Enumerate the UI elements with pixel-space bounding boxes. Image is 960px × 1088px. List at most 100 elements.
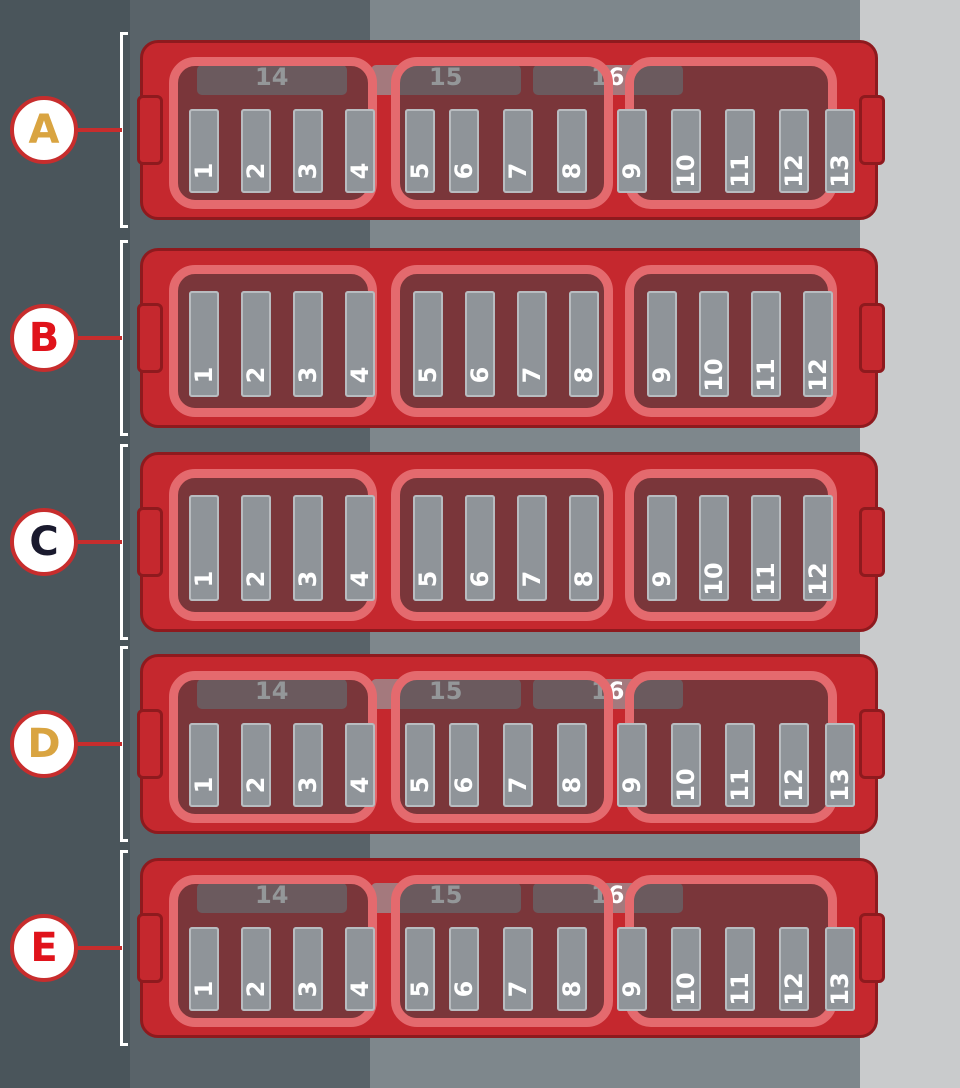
fuse-slot: 4 (345, 495, 375, 601)
fuse-number: 7 (504, 776, 532, 794)
fuse-slot: 2 (241, 291, 271, 397)
fuse-number: 11 (726, 768, 754, 802)
row-label-b: B (10, 304, 78, 372)
fuse-number: 6 (466, 366, 494, 384)
fuse-slot: 6 (465, 495, 495, 601)
fuse-number: 2 (242, 980, 270, 998)
fuse-slot: 11 (751, 291, 781, 397)
fuse-slot: 9 (617, 927, 647, 1011)
fuse-slot: 8 (569, 495, 599, 601)
fuse-number: 9 (618, 162, 646, 180)
fuse-number: 10 (700, 562, 728, 596)
fuse-number: 2 (242, 570, 270, 588)
fuse-slot: 7 (517, 291, 547, 397)
holder-tab-left (137, 507, 163, 577)
fuse-holder: 14151612345678910111213 (137, 654, 885, 834)
fuse-number: 6 (450, 162, 478, 180)
label-connector (78, 540, 122, 544)
fuse-slot: 3 (293, 109, 323, 193)
fuse-slot: 12 (779, 109, 809, 193)
fuse-holder: 14151612345678910111213 (137, 40, 885, 220)
fuse-slot: 5 (413, 291, 443, 397)
fuse-number: 10 (672, 768, 700, 802)
fuse-number: 5 (406, 162, 434, 180)
fuse-number: 3 (294, 570, 322, 588)
fuse-slot: 8 (569, 291, 599, 397)
fuse-slot: 6 (465, 291, 495, 397)
fuse-slot: 12 (803, 291, 833, 397)
label-connector (78, 742, 122, 746)
fuse-slot: 12 (803, 495, 833, 601)
fuse-number: 4 (346, 980, 374, 998)
fuse-slot: 9 (647, 291, 677, 397)
fuse-slot: 3 (293, 927, 323, 1011)
fuse-slot: 2 (241, 723, 271, 807)
fuse-number: 8 (570, 366, 598, 384)
fuse-number: 5 (414, 570, 442, 588)
fuse-number: 8 (558, 776, 586, 794)
holder-tab-left (137, 913, 163, 983)
fuse-number: 5 (406, 980, 434, 998)
fuse-slot: 5 (413, 495, 443, 601)
fuse-number: 8 (570, 570, 598, 588)
fuse-slot: 9 (617, 109, 647, 193)
fuse-number: 7 (504, 162, 532, 180)
fuse-number: 1 (190, 162, 218, 180)
fuse-slot: 12 (779, 927, 809, 1011)
fuse-slot: 8 (557, 723, 587, 807)
holder-tab-right (859, 709, 885, 779)
holder-tab-left (137, 303, 163, 373)
fuse-number: 1 (190, 570, 218, 588)
fuse-number: 10 (672, 154, 700, 188)
fuse-slot: 13 (825, 723, 855, 807)
fuse-number: 7 (518, 366, 546, 384)
fuse-slot: 11 (725, 927, 755, 1011)
fuse-slot: 7 (517, 495, 547, 601)
fuse-number: 8 (558, 162, 586, 180)
fuse-slot: 7 (503, 927, 533, 1011)
fuse-number: 3 (294, 980, 322, 998)
fuse-slot: 11 (751, 495, 781, 601)
fuse-number: 10 (700, 358, 728, 392)
fuse-holder: 14151612345678910111213 (137, 858, 885, 1038)
fuse-number: 9 (648, 366, 676, 384)
fuse-slot: 2 (241, 109, 271, 193)
fuse-number: 10 (672, 972, 700, 1006)
fuse-slot: 5 (405, 927, 435, 1011)
fuse-number: 4 (346, 776, 374, 794)
row-label-a: A (10, 96, 78, 164)
fuse-slot: 9 (617, 723, 647, 807)
holder-tab-right (859, 95, 885, 165)
fuse-slot: 1 (189, 109, 219, 193)
fuse-slot: 4 (345, 927, 375, 1011)
fuse-slot: 13 (825, 109, 855, 193)
fuse-number: 11 (752, 562, 780, 596)
holder-tab-right (859, 913, 885, 983)
fuse-slot: 12 (779, 723, 809, 807)
fuse-slot: 10 (671, 723, 701, 807)
fuse-number: 2 (242, 776, 270, 794)
fuse-slot: 7 (503, 109, 533, 193)
fuse-number: 9 (618, 980, 646, 998)
holder-tab-left (137, 709, 163, 779)
fuse-slot: 4 (345, 291, 375, 397)
fuse-slot: 1 (189, 723, 219, 807)
fuse-number: 6 (450, 980, 478, 998)
fuse-number: 12 (780, 768, 808, 802)
fuse-slot: 2 (241, 495, 271, 601)
fuse-slot: 3 (293, 723, 323, 807)
fuse-number: 3 (294, 366, 322, 384)
fuse-slot: 6 (449, 109, 479, 193)
fuse-number: 4 (346, 162, 374, 180)
holder-tab-right (859, 303, 885, 373)
fuse-number: 9 (648, 570, 676, 588)
fuse-number: 3 (294, 162, 322, 180)
fuse-number: 3 (294, 776, 322, 794)
fuse-slot: 10 (699, 291, 729, 397)
fuse-number: 7 (518, 570, 546, 588)
fuse-slot: 1 (189, 495, 219, 601)
label-connector (78, 336, 122, 340)
